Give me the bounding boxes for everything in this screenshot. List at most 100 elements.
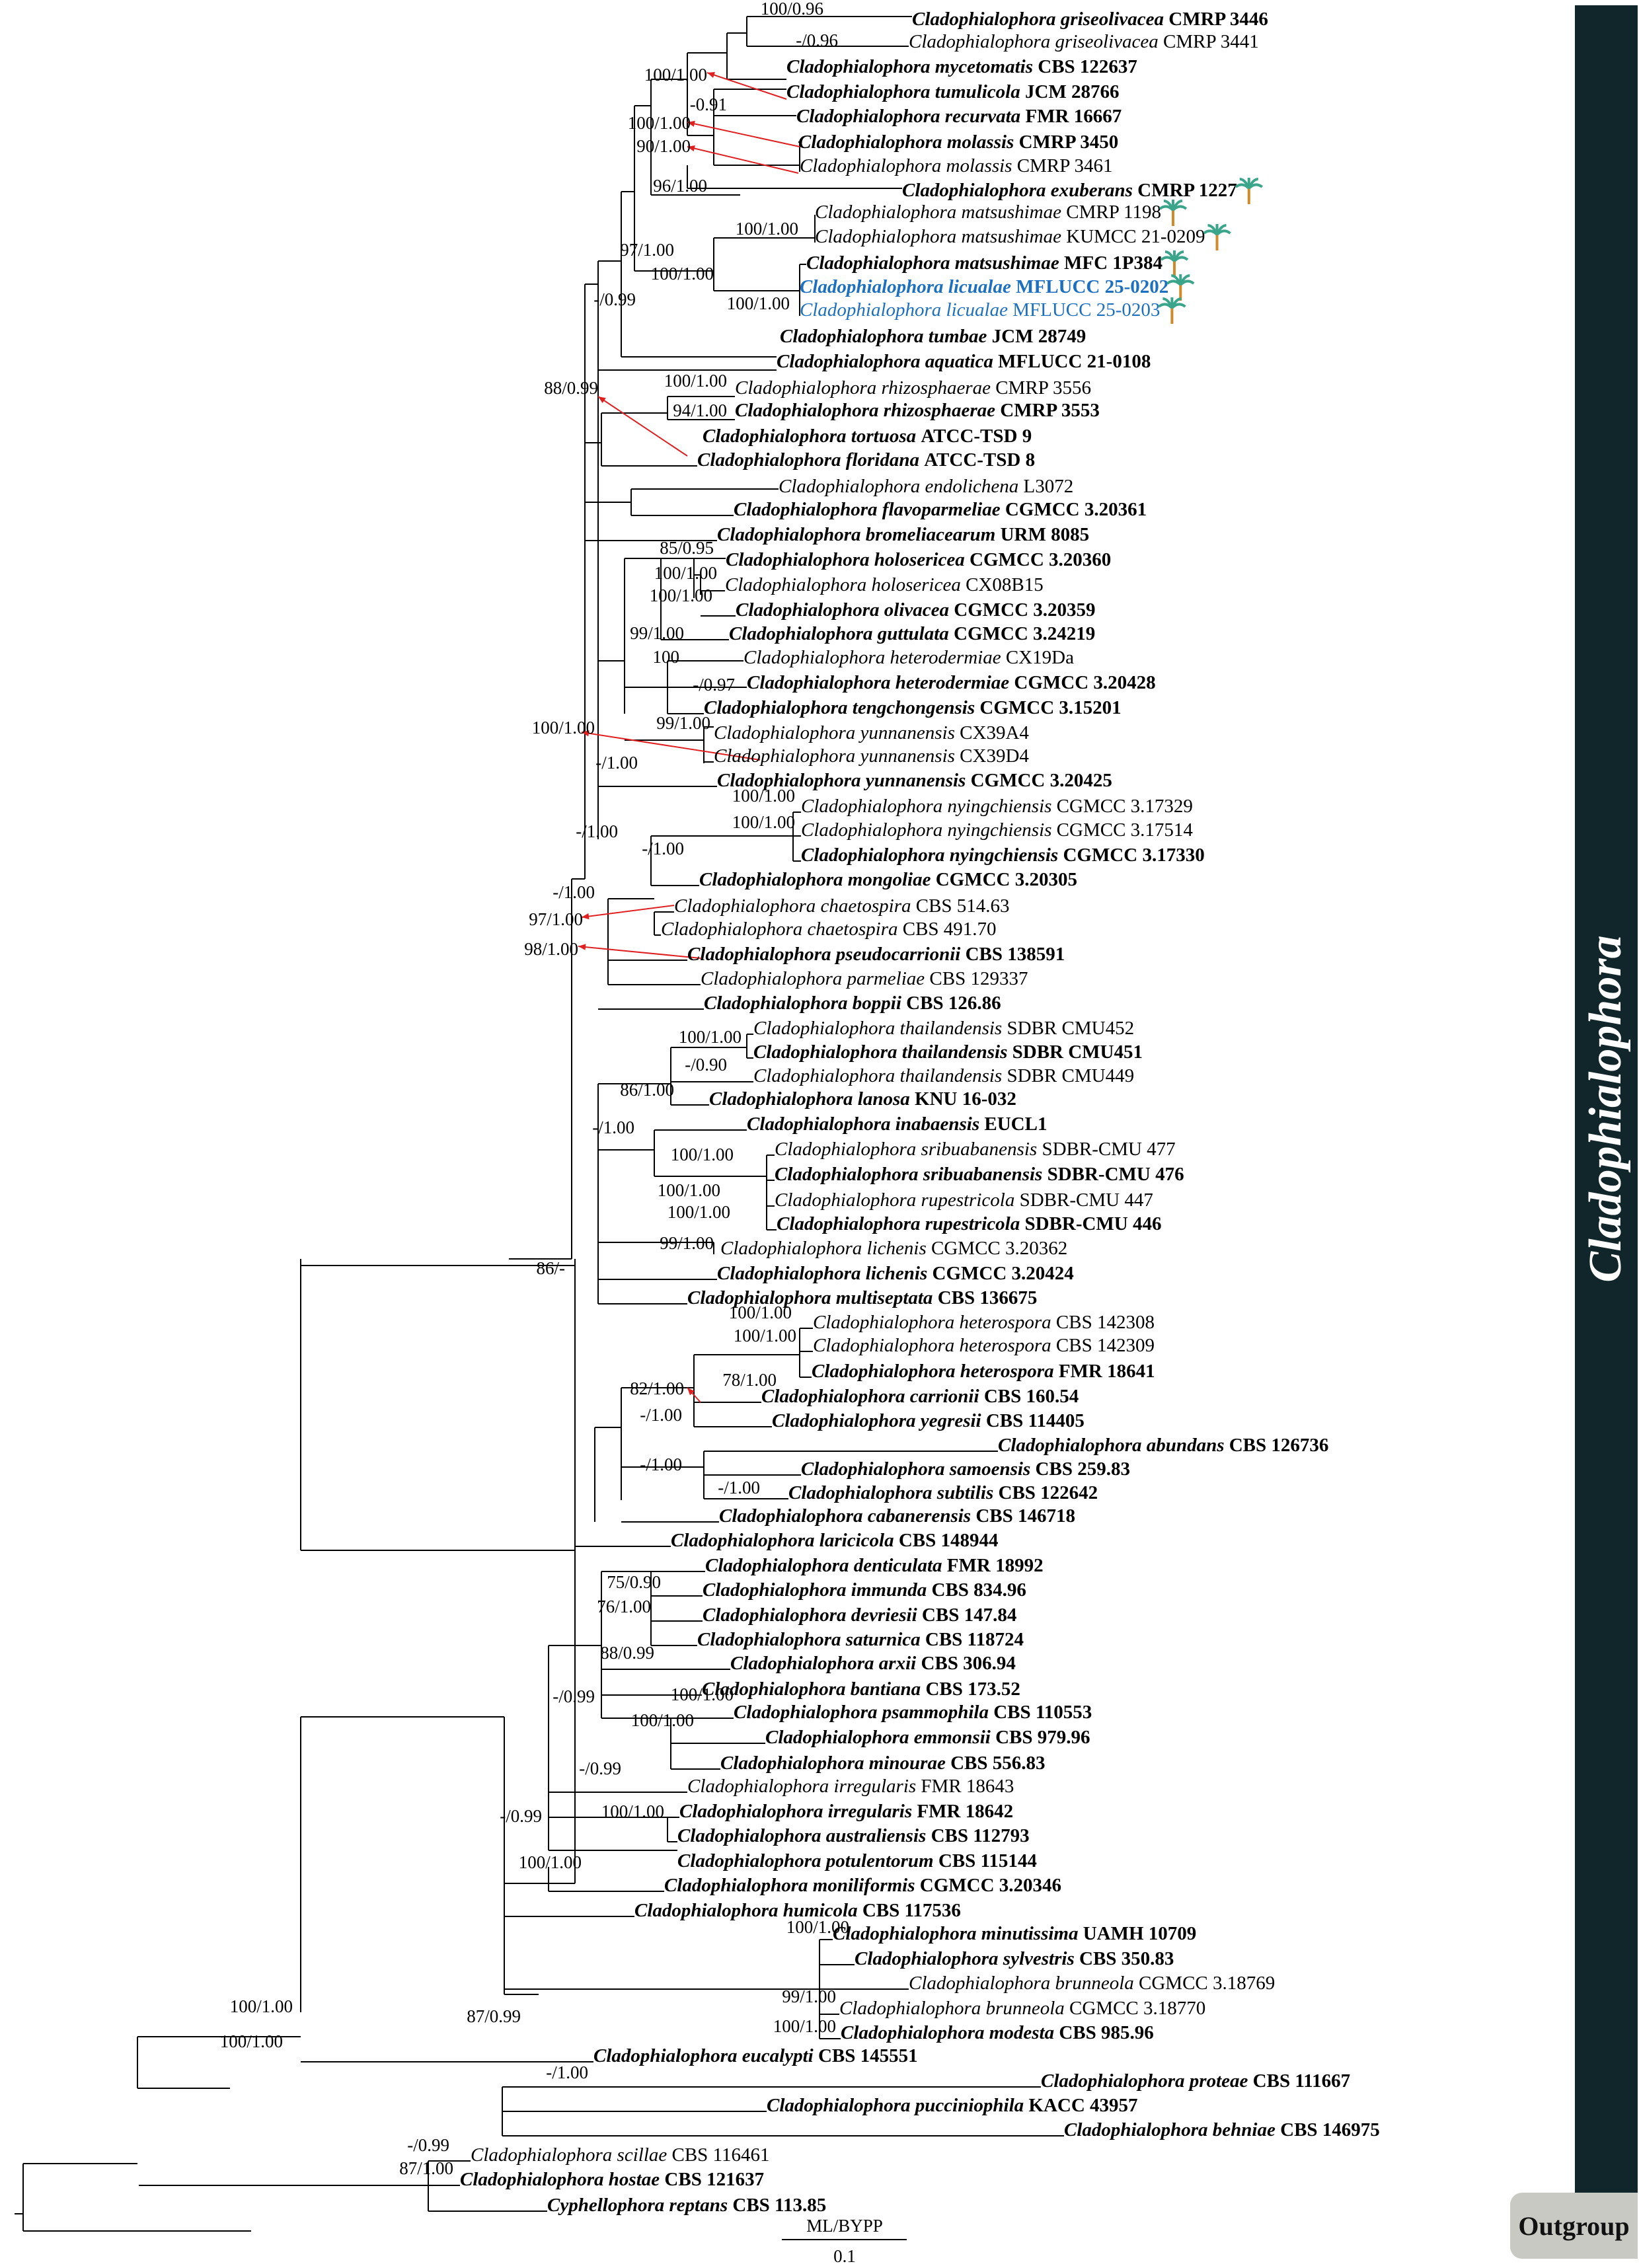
- taxon-label: Cladophialophora yunnanensis CX39A4: [714, 722, 1029, 743]
- taxon-species: Cladophialophora subtilis: [788, 1482, 999, 1503]
- support-arrow: [687, 145, 799, 174]
- taxon-species: Cyphellophora reptans: [547, 2195, 732, 2216]
- palm-icon: [1203, 224, 1231, 250]
- support-value: -/0.97: [693, 675, 735, 695]
- taxon-label: Cladophialophora licualae MFLUCC 25-0202: [800, 276, 1168, 297]
- taxon-strain: EUCL1: [984, 1114, 1047, 1135]
- taxon-label: Cladophialophora sribuabanensis SDBR-CMU…: [775, 1139, 1176, 1160]
- taxon-strain: CBS 145551: [818, 2045, 918, 2066]
- taxon-label: Cladophialophora matsushimae KUMCC 21-02…: [815, 226, 1205, 247]
- support-value: 99/1.00: [656, 713, 710, 733]
- taxon-strain: ATCC-TSD 9: [921, 426, 1032, 447]
- taxon-strain: CGMCC 3.17330: [1063, 845, 1204, 866]
- support-value: 100/1.00: [650, 586, 712, 605]
- taxon-label: Cladophialophora heterospora CBS 142308: [813, 1312, 1155, 1333]
- taxon-label: Cladophialophora heterospora CBS 142309: [813, 1335, 1155, 1356]
- taxon-strain: JCM 28766: [1025, 81, 1120, 102]
- taxon-species: Cladophialophora nyingchiensis: [801, 845, 1063, 866]
- taxon-strain: CGMCC 3.20361: [1005, 499, 1147, 520]
- taxon-species: Cladophialophora hostae: [460, 2169, 664, 2190]
- palm-icon: [1159, 200, 1188, 226]
- support-value: 98/1.00: [524, 939, 578, 959]
- taxon-strain: CBS 146718: [975, 1505, 1075, 1527]
- taxon-strain: CGMCC 3.20425: [971, 770, 1112, 791]
- taxon-label: Cladophialophora inabaensis EUCL1: [747, 1114, 1047, 1135]
- taxon-label: Cladophialophora irregularis FMR 18643: [687, 1776, 1014, 1797]
- support-value: 100/1.00: [736, 219, 798, 239]
- taxon-strain: CMRP 3461: [1017, 155, 1113, 176]
- taxon-label: Cladophialophora holosericea CX08B15: [725, 574, 1044, 595]
- taxon-strain: CBS 985.96: [1059, 2022, 1153, 2043]
- support-value: 100/1.00: [519, 1852, 582, 1872]
- taxon-strain: SDBR-CMU 447: [1020, 1190, 1153, 1211]
- taxon-species: Cladophialophora matsushimae: [815, 202, 1066, 223]
- taxon-strain: CBS 118724: [925, 1629, 1024, 1650]
- taxon-label: Cladophialophora sylvestris CBS 350.83: [855, 1948, 1174, 1969]
- taxon-strain: CBS 146975: [1280, 2119, 1380, 2140]
- taxon-species: Cladophialophora psammophila: [734, 1702, 993, 1723]
- taxon-label: Cladophialophora mycetomatis CBS 122637: [786, 56, 1137, 77]
- taxon-label: Cladophialophora licualae MFLUCC 25-0203: [800, 299, 1160, 321]
- taxon-strain: CBS 122642: [999, 1482, 1098, 1503]
- taxon-strain: CX19Da: [1006, 647, 1074, 668]
- taxon-strain: L3072: [1024, 476, 1074, 497]
- support-value: -/1.00: [576, 821, 618, 841]
- taxon-strain: CBS 979.96: [995, 1727, 1090, 1748]
- support-value: 86/1.00: [620, 1080, 674, 1100]
- taxon-species: Cladophialophora bantiana: [702, 1679, 925, 1700]
- taxon-species: Cladophialophora mycetomatis: [786, 56, 1038, 77]
- taxon-strain: CMRP 3553: [1000, 400, 1100, 421]
- taxon-strain: CGMCC 3.20360: [970, 549, 1111, 570]
- taxon-strain: CX39D4: [960, 745, 1029, 767]
- taxon-species: Cladophialophora heterodermiae: [743, 647, 1006, 668]
- taxon-species: Cladophialophora bromeliacearum: [717, 524, 1001, 545]
- taxon-species: Cladophialophora molassis: [800, 155, 1017, 176]
- taxon-strain: CBS 113.85: [732, 2195, 826, 2216]
- support-value: 100/1.00: [654, 563, 717, 583]
- support-value: 100/1.00: [734, 1326, 796, 1345]
- taxon-strain: CBS 514.63: [916, 895, 1010, 917]
- taxon-species: Cladophialophora chaetospira: [674, 895, 916, 917]
- taxon-species: Cladophialophora australiensis: [677, 1825, 931, 1846]
- taxon-strain: CBS 114405: [986, 1410, 1085, 1431]
- taxon-species: Cladophialophora thailandensis: [753, 1041, 1012, 1063]
- taxon-label: Cladophialophora heterospora FMR 18641: [812, 1361, 1155, 1382]
- taxon-species: Cladophialophora moniliformis: [664, 1875, 920, 1896]
- taxon-strain: CGMCC 3.20428: [1014, 672, 1155, 693]
- taxon-species: Cladophialophora laricicola: [671, 1530, 899, 1551]
- support-value: 100/1.00: [679, 1027, 742, 1047]
- support-value: 90/1.00: [636, 136, 691, 156]
- taxon-label: Cladophialophora eucalypti CBS 145551: [593, 2045, 918, 2066]
- taxon-label: Cladophialophora minourae CBS 556.83: [720, 1753, 1046, 1774]
- taxon-strain: CMRP 3441: [1163, 31, 1259, 52]
- taxon-strain: CBS 110553: [993, 1702, 1092, 1723]
- taxon-label: Cladophialophora endolichena L3072: [779, 476, 1073, 497]
- taxon-species: Cladophialophora lanosa: [709, 1088, 915, 1110]
- taxon-strain: CMRP 1198: [1066, 202, 1161, 223]
- taxon-species: Cladophialophora holosericea: [725, 574, 966, 595]
- taxon-label: Cladophialophora hostae CBS 121637: [460, 2169, 764, 2190]
- taxon-strain: CBS 491.70: [903, 919, 997, 940]
- taxon-label: Cladophialophora nyingchiensis CGMCC 3.1…: [801, 796, 1193, 817]
- support-value: -/1.00: [640, 1405, 682, 1425]
- support-value: -/0.96: [796, 30, 838, 50]
- taxon-label: Cladophialophora multiseptata CBS 136675: [687, 1287, 1037, 1308]
- taxon-species: Cladophialophora tortuosa: [703, 426, 921, 447]
- tree-branches: [15, 16, 1064, 2232]
- taxon-strain: CX39A4: [960, 722, 1029, 743]
- taxon-label: Cladophialophora parmeliae CBS 129337: [701, 968, 1028, 989]
- support-value: 97/1.00: [620, 240, 674, 260]
- taxon-label: Cladophialophora potulentorum CBS 115144: [677, 1850, 1037, 1871]
- support-value: -/0.99: [407, 2135, 449, 2155]
- taxon-label: Cladophialophora nyingchiensis CGMCC 3.1…: [801, 819, 1193, 841]
- taxon-species: Cladophialophora recurvata: [796, 106, 1025, 127]
- taxon-species: Cladophialophora rhizosphaerae: [735, 400, 1000, 421]
- support-value: 86/-: [537, 1258, 566, 1278]
- taxon-strain: CGMCC 3.20305: [936, 869, 1077, 890]
- support-value: -/1.00: [553, 882, 595, 902]
- support-value: -/1.00: [642, 839, 684, 858]
- taxon-strain: CBS 148944: [899, 1530, 999, 1551]
- support-value: -/0.99: [579, 1758, 621, 1778]
- support-value: 100/1.00: [732, 786, 795, 806]
- support-value: 100/1.00: [671, 1684, 734, 1704]
